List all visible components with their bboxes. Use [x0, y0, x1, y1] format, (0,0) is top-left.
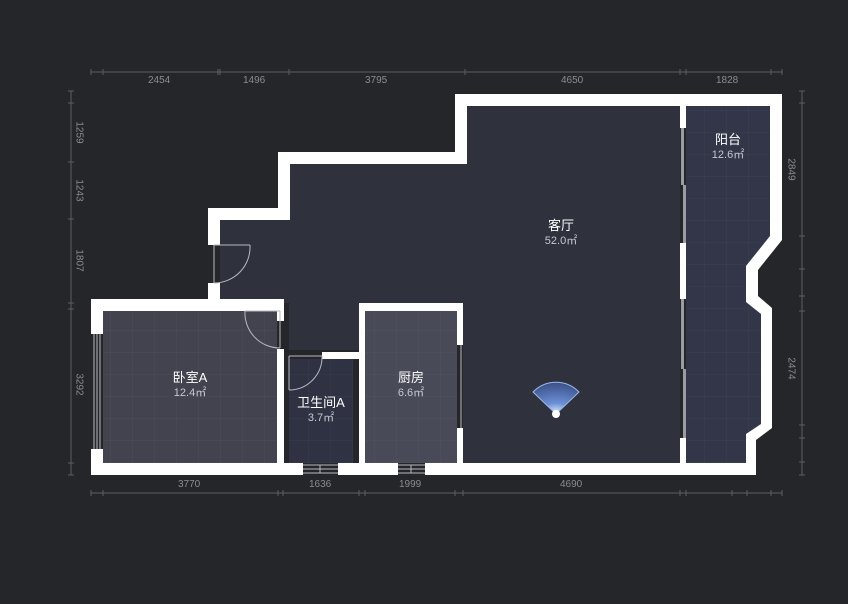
room-label-bathroom-a[interactable]: 卫生间A 3.7㎡	[297, 395, 345, 425]
dim-top-5: 1828	[716, 75, 739, 86]
dimension-lines	[68, 69, 805, 496]
room-floor-living	[220, 106, 680, 463]
dim-bottom-2: 1636	[309, 479, 332, 490]
dim-bottom-4: 4690	[560, 479, 583, 490]
room-area: 3.7㎡	[307, 412, 335, 424]
room-label-bedroom-a[interactable]: 卧室A 12.4㎡	[173, 370, 208, 400]
room-floors	[103, 106, 770, 463]
walls	[91, 94, 782, 475]
room-label-balcony[interactable]: 阳台 12.6㎡	[712, 132, 744, 162]
dim-top-3: 3795	[365, 75, 388, 86]
room-area: 6.6㎡	[397, 387, 425, 399]
dim-right-1: 2849	[785, 158, 797, 181]
room-name: 卫生间A	[297, 395, 345, 410]
room-label-living[interactable]: 客厅 52.0㎡	[545, 218, 577, 248]
dim-left-3: 1807	[73, 249, 85, 272]
room-label-kitchen[interactable]: 厨房 6.6㎡	[398, 370, 424, 400]
room-name: 客厅	[547, 218, 575, 233]
dim-right-2: 2474	[785, 357, 797, 380]
view-cone-icon	[532, 381, 580, 418]
room-name: 卧室A	[172, 370, 208, 385]
dim-top-2: 1496	[243, 75, 266, 86]
dim-bottom-3: 1999	[399, 479, 422, 490]
dim-left-4: 3292	[73, 373, 85, 396]
room-area: 52.0㎡	[544, 235, 578, 247]
room-name: 厨房	[397, 370, 425, 385]
room-name: 阳台	[714, 132, 742, 147]
windows	[93, 334, 462, 474]
dim-top-1: 2454	[148, 75, 171, 86]
room-area: 12.4㎡	[173, 387, 207, 399]
doors	[213, 244, 323, 391]
dim-left-1: 1259	[73, 121, 85, 144]
room-area: 12.6㎡	[711, 149, 745, 161]
dim-left-2: 1243	[73, 179, 85, 202]
dim-top-4: 4650	[561, 75, 584, 86]
dim-bottom-1: 3770	[178, 479, 201, 490]
balcony-sliding-doors	[681, 128, 686, 438]
